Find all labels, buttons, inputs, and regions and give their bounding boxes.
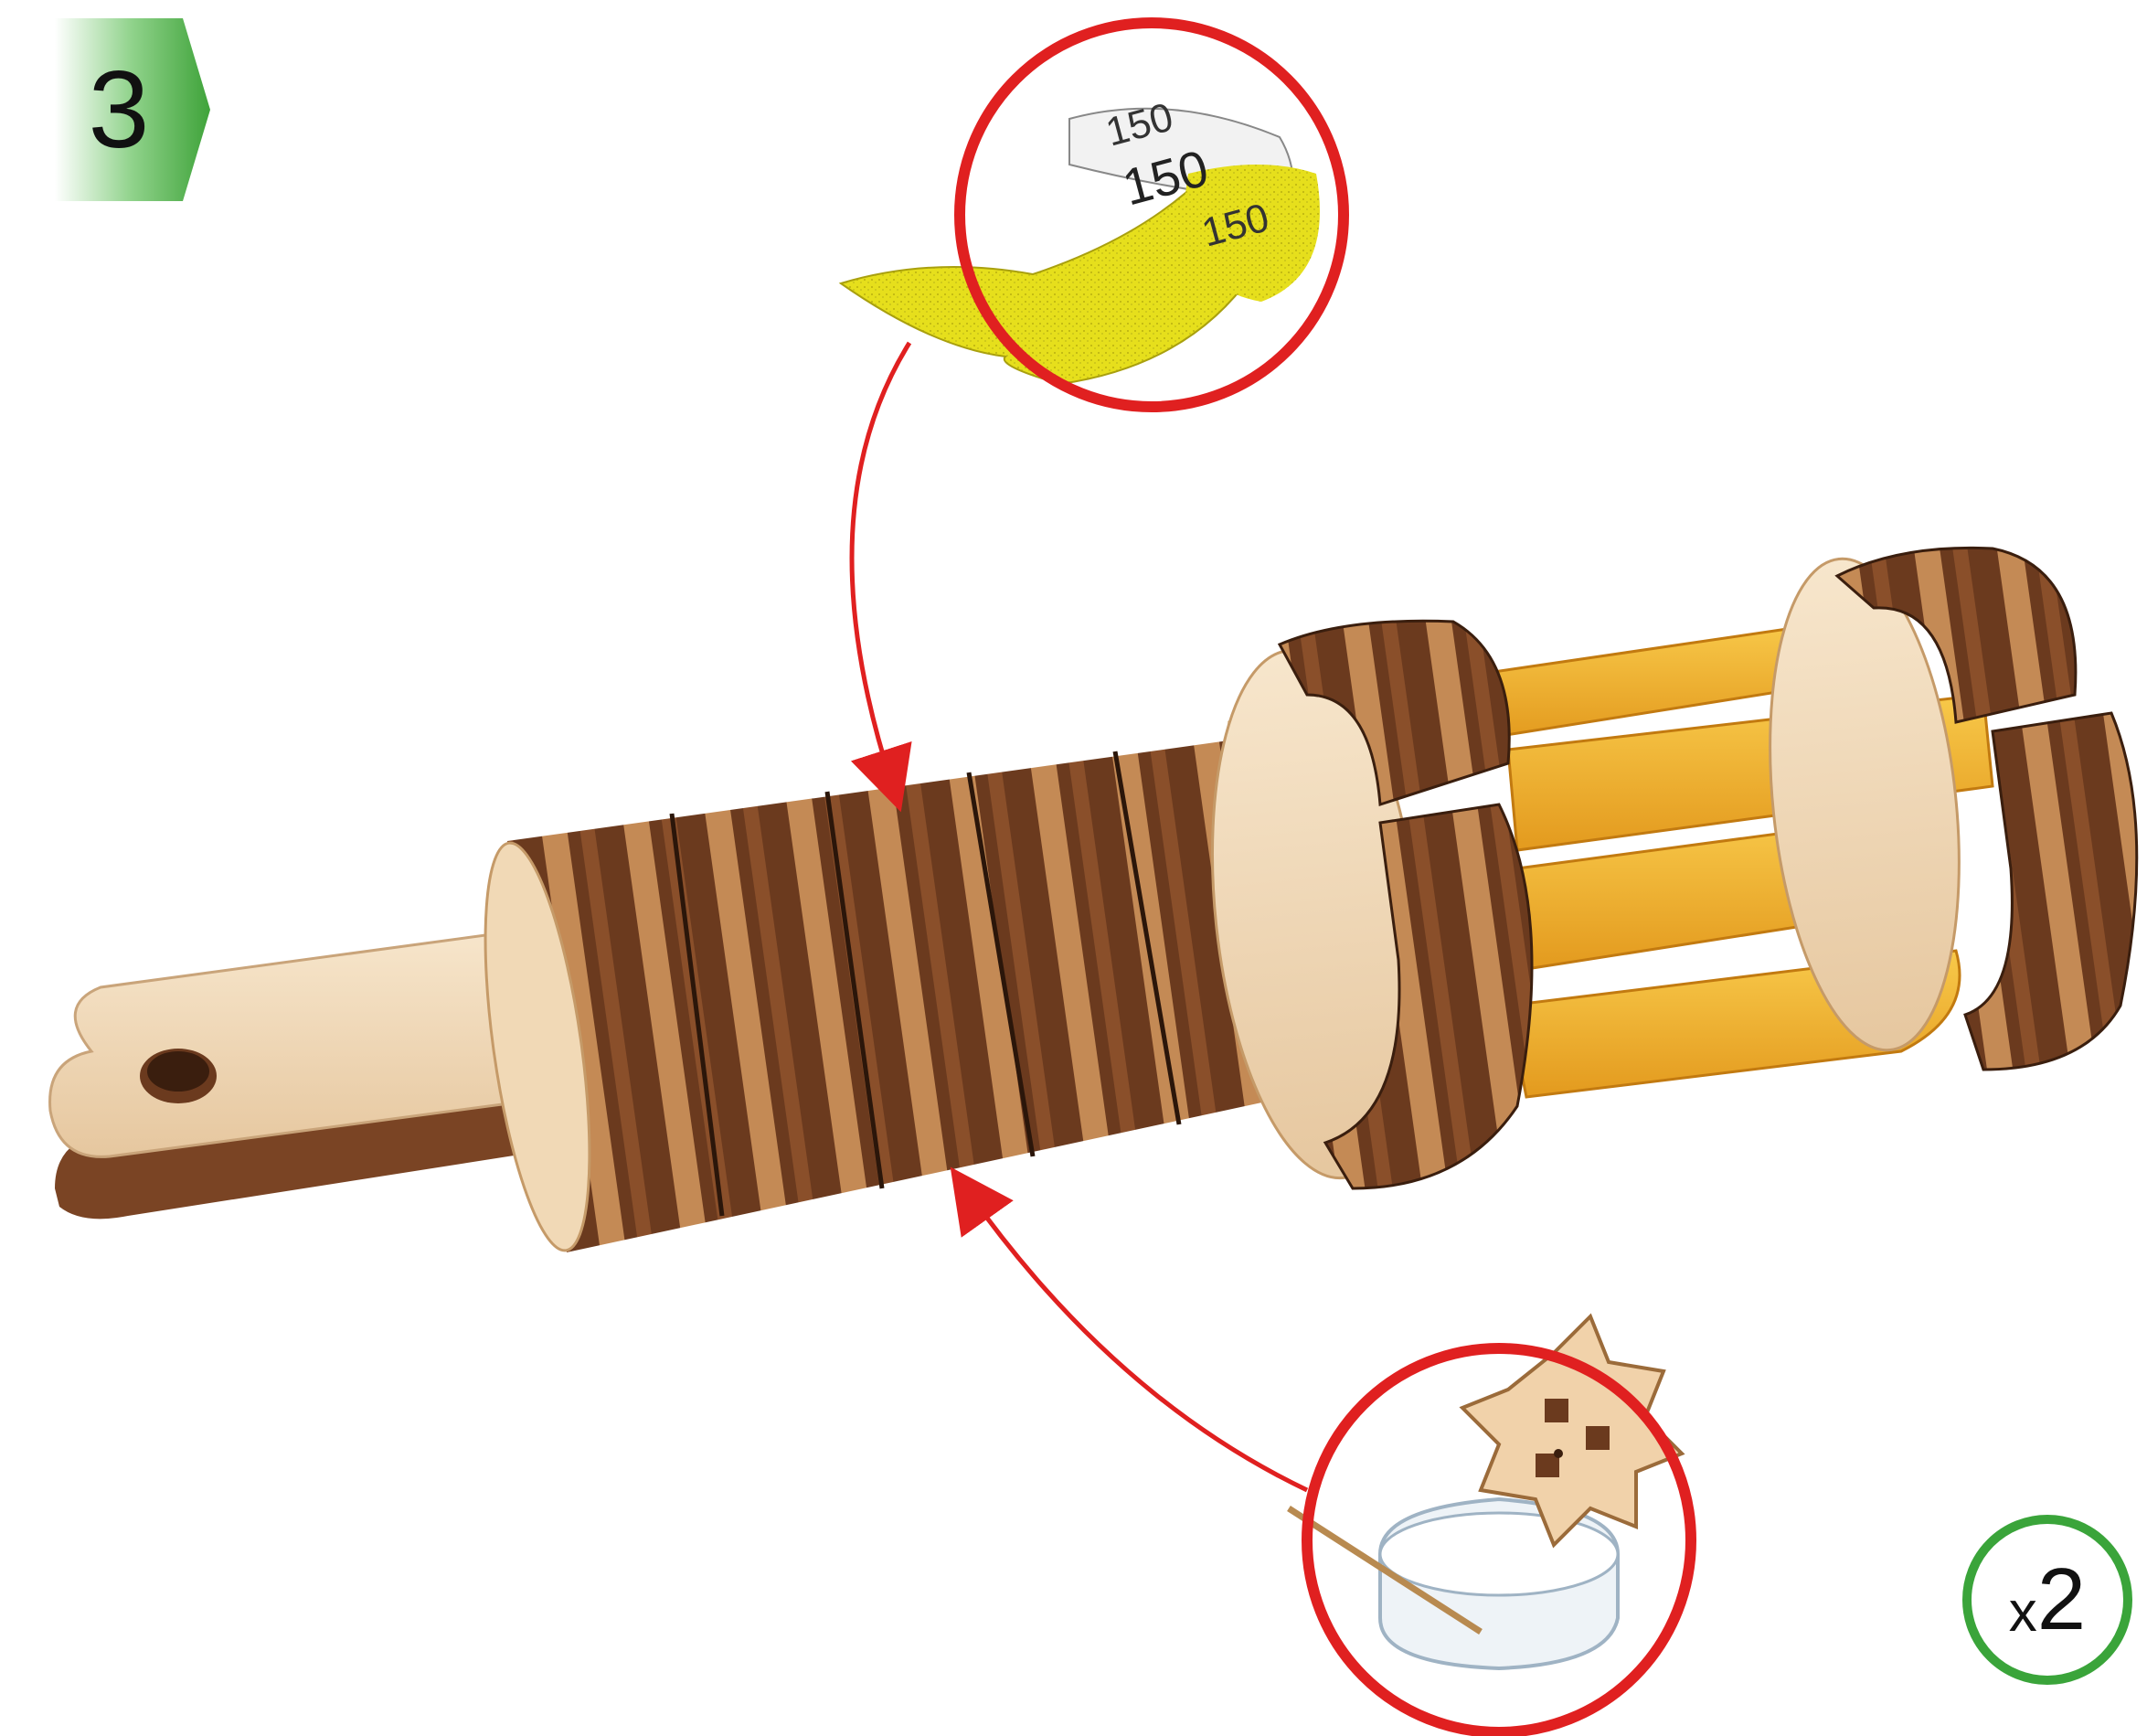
quantity-prefix: x	[2009, 1580, 2037, 1645]
glue-arrow	[969, 1193, 1307, 1490]
striped-barrel	[465, 736, 1330, 1256]
quantity-count: 2	[2037, 1550, 2086, 1650]
sand-arrow	[852, 343, 909, 782]
glue-callout	[1289, 1316, 1691, 1732]
sandpaper-callout: 150 150 150	[841, 23, 1344, 407]
